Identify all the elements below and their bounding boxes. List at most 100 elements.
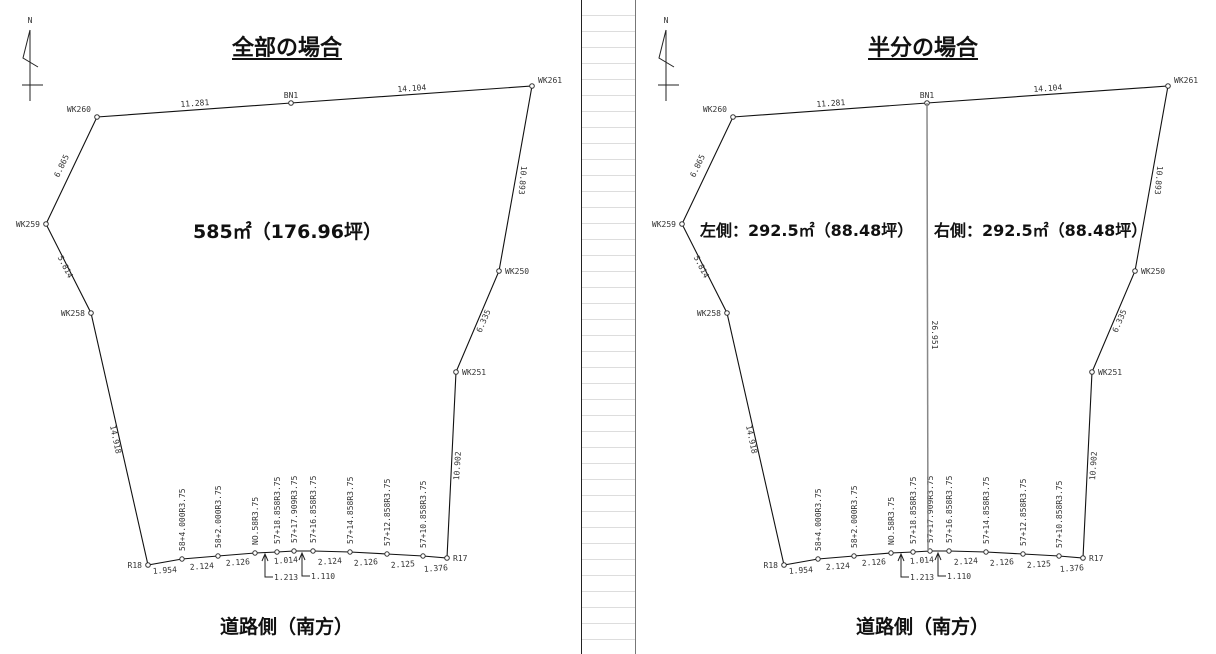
road-station-marker xyxy=(910,549,916,555)
road-station-label: 57+14.858R3.75 xyxy=(346,476,355,544)
road-station-marker xyxy=(851,553,857,559)
point-label-wk250: WK250 xyxy=(505,267,529,276)
edge-length-label: 14.104 xyxy=(1033,83,1063,94)
road-segment-length: 2.124 xyxy=(189,561,214,572)
edge-length-label: 10.893 xyxy=(1153,165,1165,195)
panel-divider xyxy=(581,0,582,654)
road-station-label: 57+10.858R3.75 xyxy=(419,480,428,548)
edge-length-label: 5.814 xyxy=(692,254,711,280)
split-line xyxy=(926,102,929,552)
survey-point-marker xyxy=(730,114,736,120)
point-label-wk259: WK259 xyxy=(652,220,676,229)
edge-length-label: 6.865 xyxy=(52,153,71,179)
point-label-bn1: BN1 xyxy=(284,91,299,100)
road-station-label: 57+18.858R3.75 xyxy=(273,476,282,544)
road-station-label: 57+16.858R3.75 xyxy=(945,475,954,543)
road-station-marker xyxy=(1020,551,1026,557)
road-station-marker xyxy=(274,549,280,555)
survey-point-marker xyxy=(453,369,459,375)
survey-plan: NWK260BN1WK261WK250WK251R17R18WK258WK259… xyxy=(16,16,562,582)
road-station-label: 57+17.909R3.75 xyxy=(926,475,935,543)
survey-point-marker xyxy=(288,100,294,106)
road-station-marker xyxy=(420,553,426,559)
lot-boundary xyxy=(45,85,533,566)
road-segment-length: 2.124 xyxy=(317,556,342,567)
point-label-wk261: WK261 xyxy=(538,76,562,85)
road-station-label: 57+14.858R3.75 xyxy=(982,476,991,544)
road-station-marker xyxy=(291,548,297,554)
road-station-label: NO.58R3.75 xyxy=(251,497,260,545)
road-station-marker xyxy=(252,550,258,556)
gutter-gridlines xyxy=(582,0,636,654)
half-lot-panel: 半分の場合 左側：292.5㎡（88.48坪） 右側：292.5㎡（88.48坪… xyxy=(636,0,1216,654)
edge-length-label: 11.281 xyxy=(180,98,210,109)
point-label-wk258: WK258 xyxy=(61,309,85,318)
survey-point-marker xyxy=(145,562,151,568)
survey-point-marker xyxy=(679,221,685,227)
survey-point-marker xyxy=(496,268,502,274)
road-station-marker xyxy=(347,549,353,555)
road-segment-length: 1.014 xyxy=(273,555,298,566)
road-station-label: 58+4.000R3.75 xyxy=(814,488,823,551)
point-label-bn1: BN1 xyxy=(920,91,935,100)
point-label-wk258: WK258 xyxy=(697,309,721,318)
edge-length-label: 5.814 xyxy=(56,254,75,280)
edge-length-label: 10.893 xyxy=(517,165,529,195)
road-segment-length: 2.126 xyxy=(353,557,378,568)
road-segment-length: 2.126 xyxy=(861,557,886,568)
road-station-marker xyxy=(1056,553,1062,559)
point-label-r17: R17 xyxy=(453,554,468,563)
point-label-r18: R18 xyxy=(128,561,143,570)
callout-length-label: 1.110 xyxy=(947,572,971,581)
road-segment-length: 2.125 xyxy=(1026,559,1051,570)
north-arrow-icon xyxy=(22,29,43,101)
road-segment-length: 2.124 xyxy=(953,556,978,567)
road-station-marker xyxy=(815,556,821,562)
callout-length-label: 1.213 xyxy=(274,573,298,582)
survey-point-marker xyxy=(444,555,450,561)
point-label-wk250: WK250 xyxy=(1141,267,1165,276)
edge-length-label: 6.865 xyxy=(688,153,707,179)
north-label: N xyxy=(664,16,669,25)
lot-boundary xyxy=(681,85,1169,566)
road-station-label: NO.58R3.75 xyxy=(887,497,896,545)
point-label-r18: R18 xyxy=(764,561,779,570)
road-station-marker xyxy=(946,548,952,554)
road-station-label: 57+17.909R3.75 xyxy=(290,475,299,543)
road-station-marker xyxy=(179,556,185,562)
survey-plan: NWK260BN1WK261WK250WK251R17R18WK258WK259… xyxy=(652,16,1198,582)
left-area-label: 左側：292.5㎡（88.48坪） xyxy=(700,221,914,240)
road-segment-length: 1.376 xyxy=(423,563,448,574)
road-station-marker xyxy=(888,550,894,556)
callout-length-label: 1.213 xyxy=(910,573,934,582)
point-label-r17: R17 xyxy=(1089,554,1104,563)
survey-point-marker xyxy=(1089,369,1095,375)
road-segment-length: 2.126 xyxy=(225,557,250,568)
road-segment-length: 2.124 xyxy=(825,561,850,572)
road-station-label: 57+18.858R3.75 xyxy=(909,476,918,544)
point-label-wk260: WK260 xyxy=(703,105,727,114)
road-station-marker xyxy=(215,553,221,559)
edge-length-label: 10.902 xyxy=(452,451,463,481)
callout-arrow-icon xyxy=(261,552,273,578)
edge-length-label: 11.281 xyxy=(816,98,846,109)
north-label: N xyxy=(28,16,33,25)
road-station-label: 58+4.000R3.75 xyxy=(178,488,187,551)
edge-length-label: 10.902 xyxy=(1088,451,1099,481)
point-label-wk251: WK251 xyxy=(1098,368,1122,377)
road-station-marker xyxy=(384,551,390,557)
point-label-wk260: WK260 xyxy=(67,105,91,114)
road-station-marker xyxy=(310,548,316,554)
edge-length-label: 14.918 xyxy=(108,424,123,454)
road-station-label: 58+2.000R3.75 xyxy=(850,485,859,548)
survey-point-marker xyxy=(529,83,535,89)
panel-title: 半分の場合 xyxy=(868,36,979,61)
road-segment-length: 1.376 xyxy=(1059,563,1084,574)
road-side-label: 道路側（南方） xyxy=(220,616,354,638)
panel-title: 全部の場合 xyxy=(232,36,343,61)
road-station-label: 57+10.858R3.75 xyxy=(1055,480,1064,548)
road-segment-length: 1.954 xyxy=(788,565,813,576)
point-label-wk259: WK259 xyxy=(16,220,40,229)
survey-point-marker xyxy=(88,310,94,316)
split-line-length: 26.951 xyxy=(930,321,939,350)
